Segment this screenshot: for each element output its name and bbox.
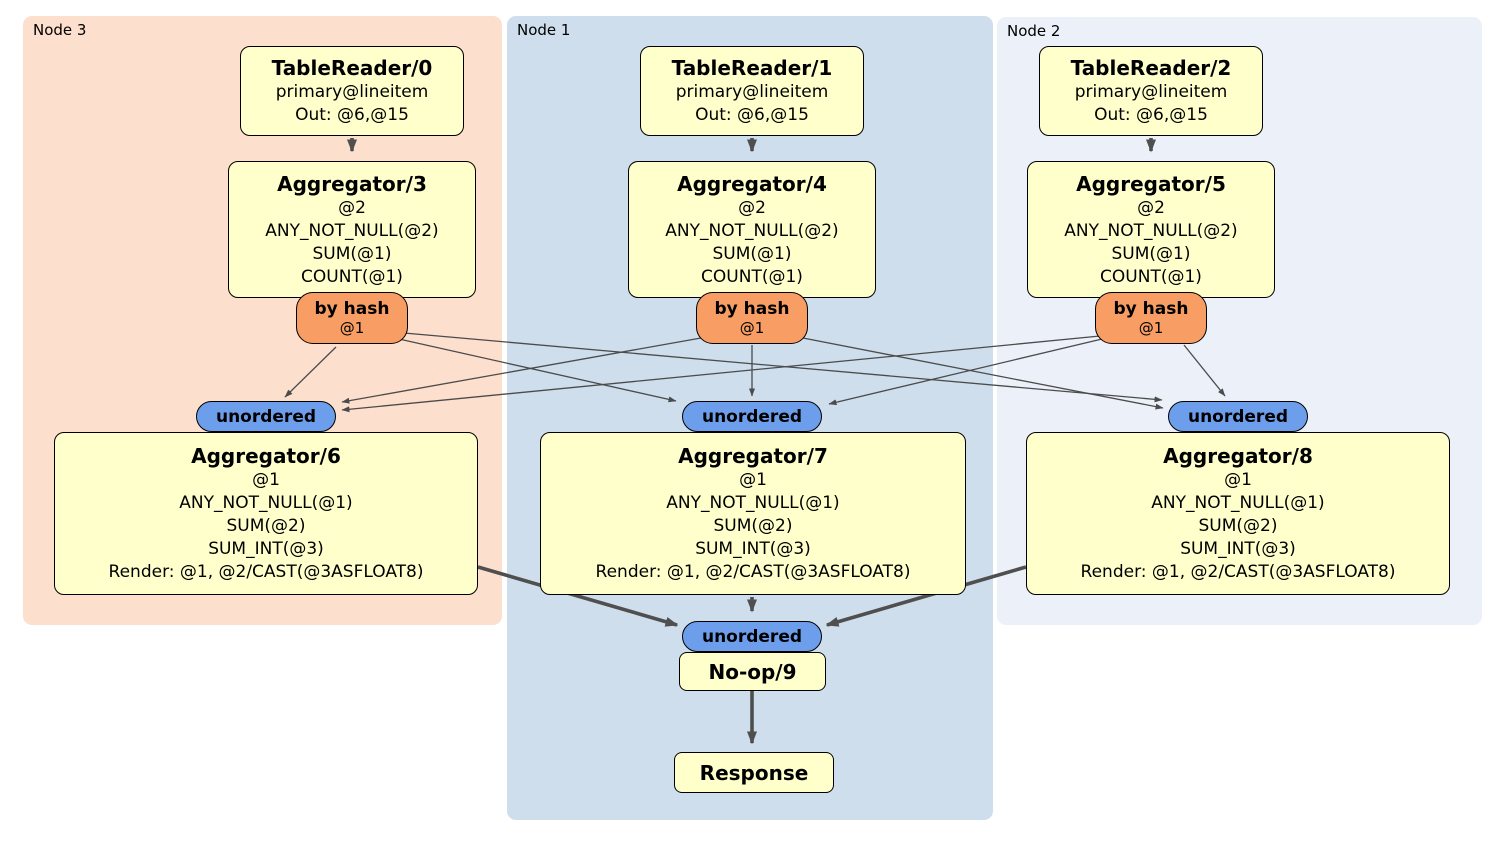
tablereader-2-title: TableReader/2 [1070,56,1232,80]
noop-9: No-op/9 [679,652,826,691]
router-byhash-node1-detail: @1 [739,319,765,337]
edge-router4-stream-node3 [341,337,702,404]
response-title: Response [699,760,809,785]
aggregator-4-line: COUNT(@1) [701,266,803,287]
tablereader-2: TableReader/2 primary@lineitem Out: @6,@… [1039,46,1263,136]
router-byhash-node2-label: by hash [1113,299,1189,319]
aggregator-8-line: SUM_INT(@3) [1180,539,1296,559]
aggregator-7-line: SUM(@2) [713,516,793,536]
aggregator-3-line: ANY_NOT_NULL(@2) [265,220,439,241]
edge-router3-stream-node3 [284,346,337,398]
aggregator-8-line: SUM(@2) [1198,516,1278,536]
node1-label: Node 1 [517,21,571,39]
aggregator-7: Aggregator/7 @1 ANY_NOT_NULL(@1) SUM(@2)… [540,432,966,595]
tablereader-0-out: Out: @6,@15 [295,105,409,125]
tablereader-0: TableReader/0 primary@lineitem Out: @6,@… [240,46,464,136]
router-byhash-node2: by hash @1 [1095,292,1207,344]
aggregator-4: Aggregator/4 @2 ANY_NOT_NULL(@2) SUM(@1)… [628,161,876,298]
edge-router5-stream-node3 [341,335,1101,413]
tablereader-2-out: Out: @6,@15 [1094,105,1208,125]
router-byhash-node2-detail: @1 [1138,319,1164,337]
aggregator-8-line: Render: @1, @2/CAST(@3ASFLOAT8) [1080,562,1396,582]
aggregator-7-title: Aggregator/7 [678,444,828,468]
tablereader-1: TableReader/1 primary@lineitem Out: @6,@… [640,46,864,136]
tablereader-1-out: Out: @6,@15 [695,105,809,125]
edge-router5-stream-node1 [828,338,1103,406]
stream-unordered-node1-label: unordered [701,406,803,427]
tablereader-2-index: primary@lineitem [1074,82,1228,102]
aggregator-4-line: ANY_NOT_NULL(@2) [665,220,839,241]
tablereader-0-title: TableReader/0 [271,56,433,80]
aggregator-8-title: Aggregator/8 [1163,444,1313,468]
stream-unordered-final-label: unordered [701,626,803,647]
stream-unordered-node3: unordered [196,401,336,432]
aggregator-3: Aggregator/3 @2 ANY_NOT_NULL(@2) SUM(@1)… [228,161,476,298]
aggregator-4-line: SUM(@1) [712,243,792,264]
stream-unordered-final: unordered [682,621,822,652]
aggregator-8: Aggregator/8 @1 ANY_NOT_NULL(@1) SUM(@2)… [1026,432,1450,595]
edge-aggregator8-final-stream [825,565,1027,627]
edge-router3-stream-node1 [398,338,677,403]
aggregator-5: Aggregator/5 @2 ANY_NOT_NULL(@2) SUM(@1)… [1027,161,1275,298]
stream-unordered-node3-label: unordered [215,406,317,427]
router-byhash-node3-detail: @1 [339,319,365,337]
aggregator-7-line: ANY_NOT_NULL(@1) [666,493,840,513]
router-byhash-node3-label: by hash [314,299,390,319]
aggregator-5-line: @2 [1137,197,1165,218]
aggregator-6-line: Render: @1, @2/CAST(@3ASFLOAT8) [108,562,424,582]
edge-router4-stream-node2 [802,337,1164,410]
aggregator-7-line: SUM_INT(@3) [695,539,811,559]
edge-router5-stream-node2 [1183,344,1226,397]
aggregator-3-title: Aggregator/3 [277,171,427,196]
tablereader-0-index: primary@lineitem [275,82,429,102]
aggregator-6-line: @1 [252,470,280,490]
tablereader-1-index: primary@lineitem [675,82,829,102]
aggregator-6-title: Aggregator/6 [191,444,341,468]
node2-label: Node 2 [1007,22,1061,40]
aggregator-3-line: SUM(@1) [312,243,392,264]
aggregator-5-title: Aggregator/5 [1076,171,1226,196]
stream-unordered-node2: unordered [1168,401,1308,432]
aggregator-6: Aggregator/6 @1 ANY_NOT_NULL(@1) SUM(@2)… [54,432,478,595]
aggregator-7-line: @1 [739,470,767,490]
aggregator-6-line: SUM_INT(@3) [208,539,324,559]
stream-unordered-node1: unordered [682,401,822,432]
aggregator-5-line: ANY_NOT_NULL(@2) [1064,220,1238,241]
aggregator-3-line: @2 [338,197,366,218]
response: Response [674,752,834,793]
aggregator-5-line: COUNT(@1) [1100,266,1202,287]
aggregator-3-line: COUNT(@1) [301,266,403,287]
aggregator-4-title: Aggregator/4 [677,171,827,196]
aggregator-8-line: ANY_NOT_NULL(@1) [1151,493,1325,513]
router-byhash-node1-label: by hash [714,299,790,319]
node3-label: Node 3 [33,21,87,39]
tablereader-1-title: TableReader/1 [671,56,833,80]
edge-aggregator6-final-stream [477,565,679,627]
aggregator-5-line: SUM(@1) [1111,243,1191,264]
router-byhash-node3: by hash @1 [296,292,408,344]
aggregator-7-line: Render: @1, @2/CAST(@3ASFLOAT8) [595,562,911,582]
aggregator-4-line: @2 [738,197,766,218]
aggregator-6-line: ANY_NOT_NULL(@1) [179,493,353,513]
router-byhash-node1: by hash @1 [696,292,808,344]
aggregator-6-line: SUM(@2) [226,516,306,536]
noop-9-title: No-op/9 [708,659,797,684]
aggregator-8-line: @1 [1224,470,1252,490]
stream-unordered-node2-label: unordered [1187,406,1289,427]
